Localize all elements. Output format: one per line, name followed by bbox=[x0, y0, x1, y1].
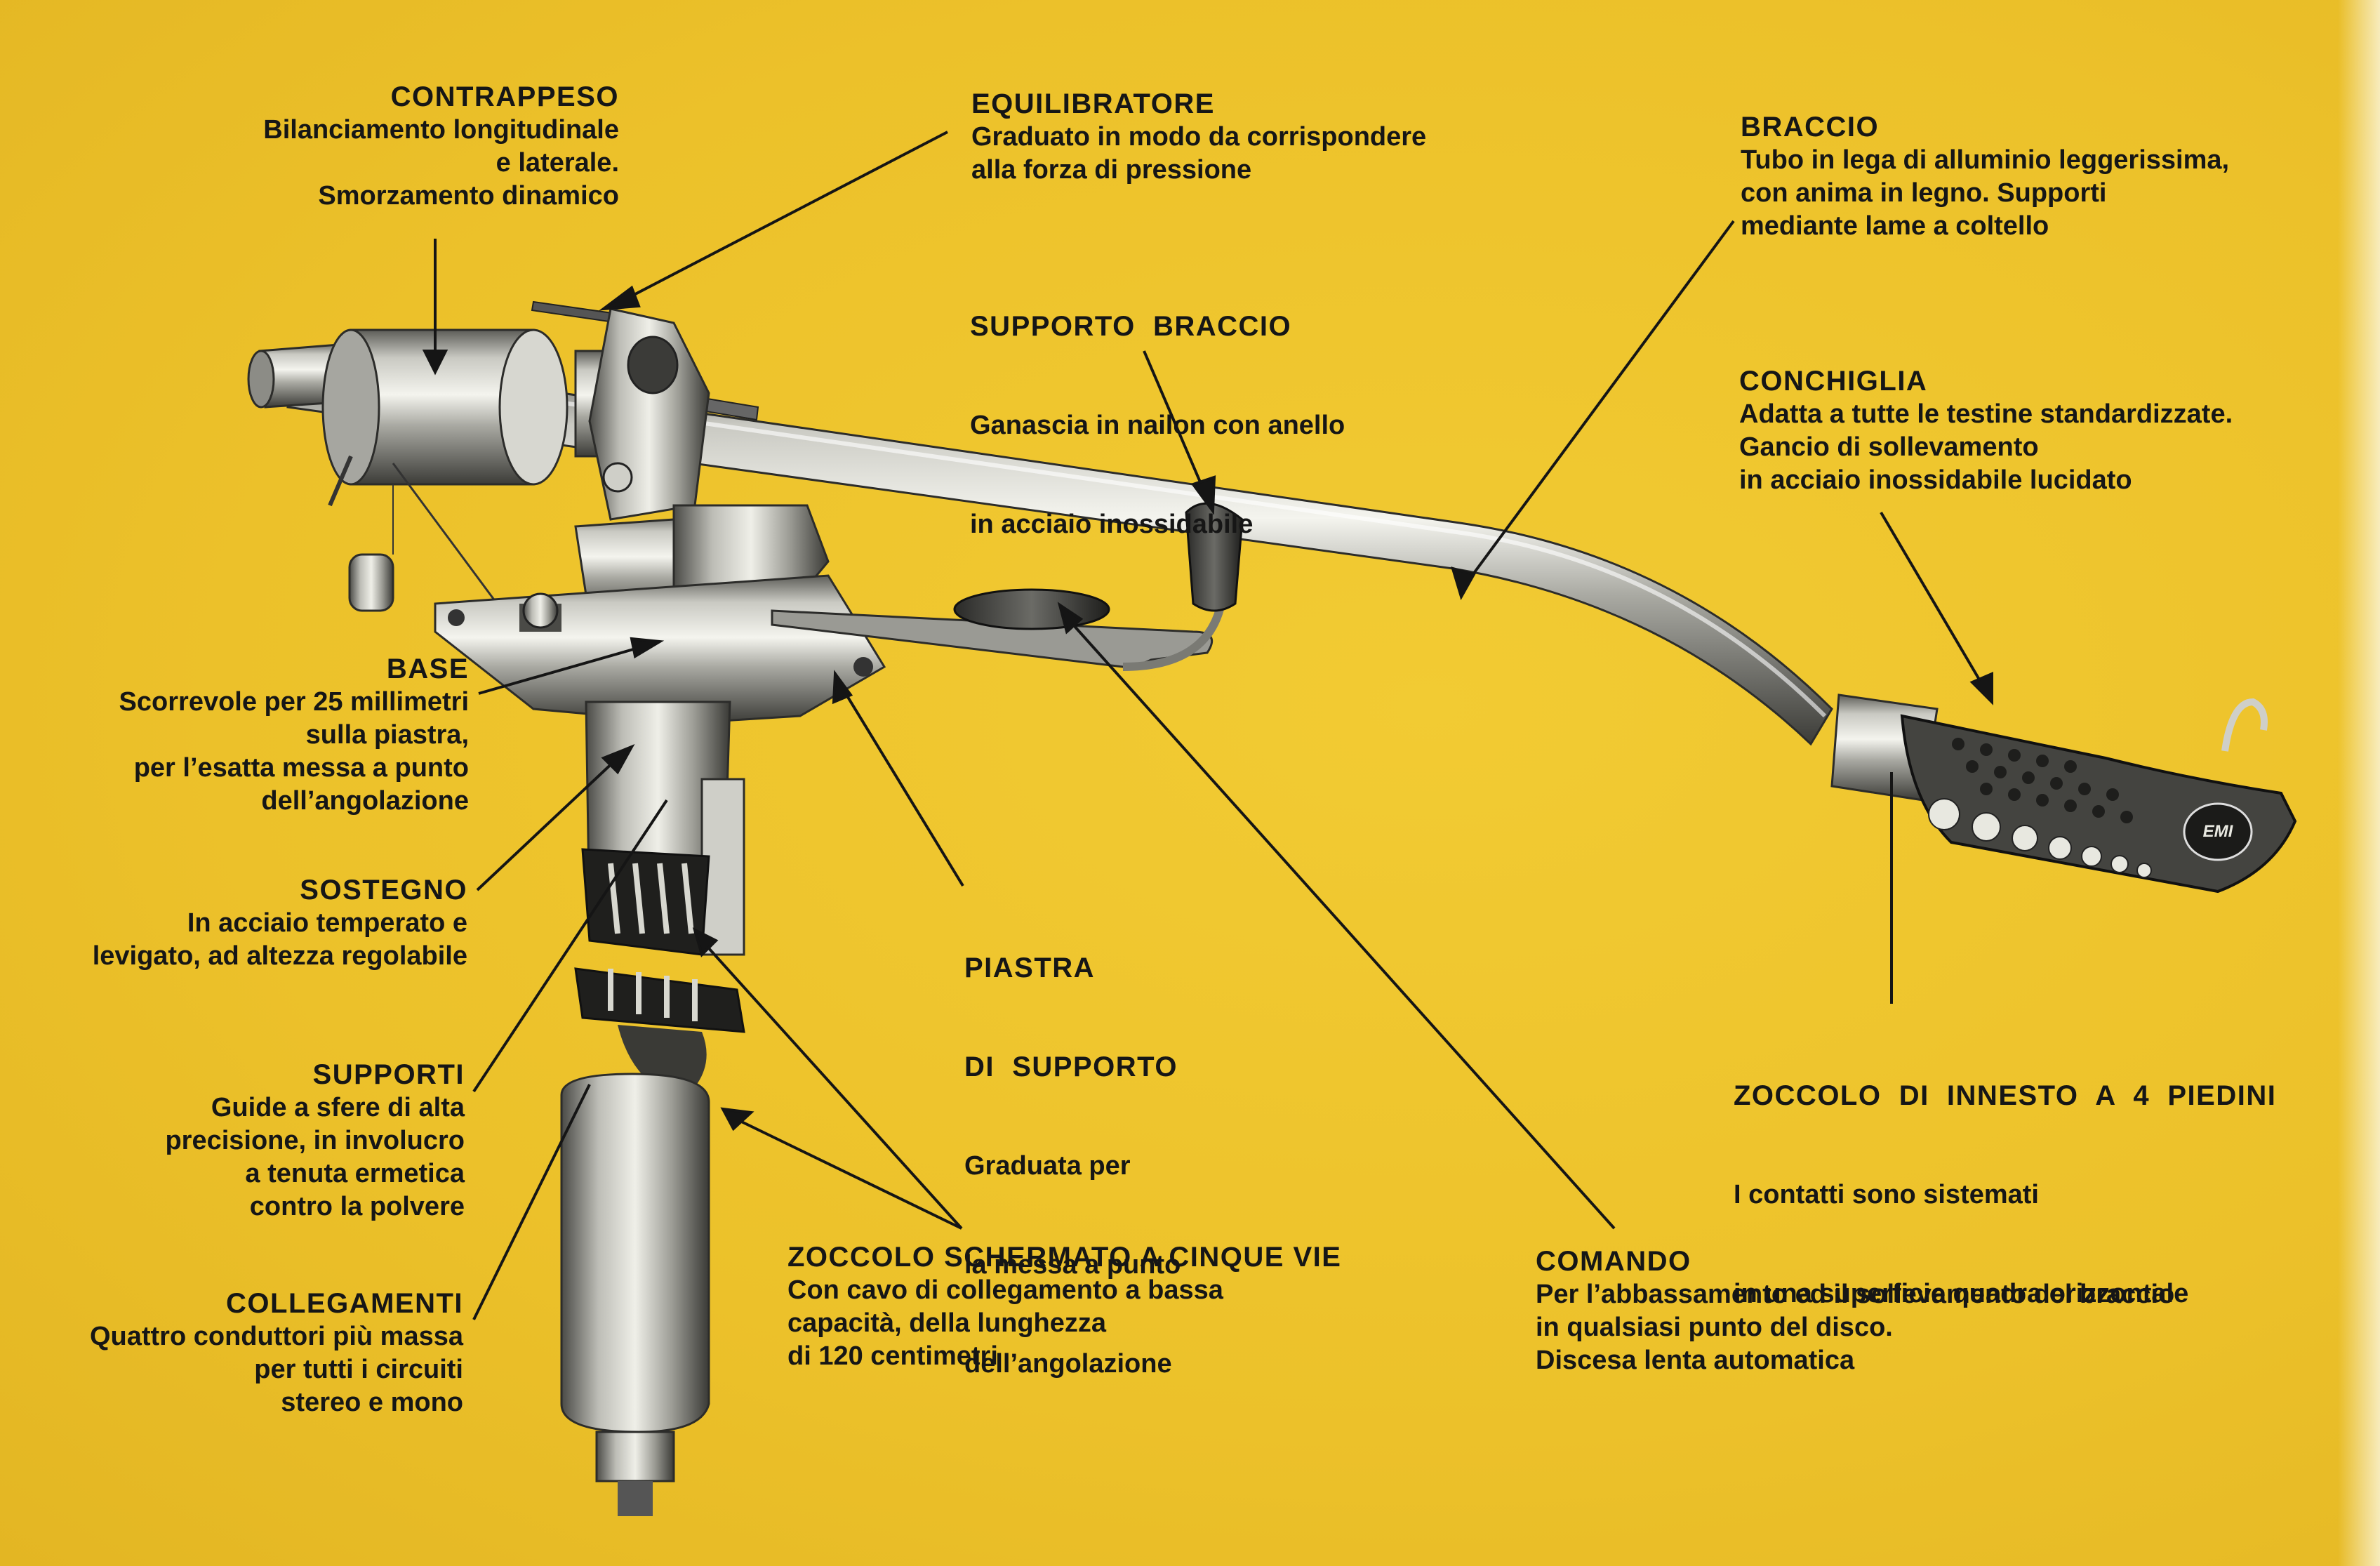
callout-comando: COMANDO Per l’abbassamento ed il solleva… bbox=[1536, 1245, 2343, 1377]
callout-piastra-line: dell’angolazione bbox=[964, 1349, 1172, 1379]
callout-zoccolo-innesto: ZOCCOLO DI INNESTO A 4 PIEDINI I contatt… bbox=[1734, 1014, 2365, 1376]
shielded-socket bbox=[560, 967, 745, 1516]
callout-equilibratore-line: Graduato in modo da corrispondere bbox=[971, 122, 1427, 152]
callout-zoccolo-schermato: ZOCCOLO SCHERMATO A CINQUE VIE Con cavo … bbox=[787, 1241, 1419, 1373]
callout-piastra: PIASTRA DI SUPPORTO Graduata per la mess… bbox=[964, 886, 1315, 1447]
callout-comando-line: Discesa lenta automatica bbox=[1536, 1346, 1855, 1375]
leader-lines bbox=[422, 131, 1993, 1320]
callout-collegamenti-line: stereo e mono bbox=[281, 1388, 463, 1417]
callout-zoccolo-schermato-line: capacità, della lunghezza bbox=[787, 1308, 1107, 1338]
callout-contrappeso-line: Bilanciamento longitudinale bbox=[263, 115, 619, 145]
callout-piastra-title: PIASTRA bbox=[964, 953, 1096, 983]
callout-supporti-line: precisione, in involucro bbox=[165, 1126, 465, 1155]
callout-contrappeso-title: CONTRAPPESO bbox=[390, 81, 619, 112]
callout-supporti-line: a tenuta ermetica bbox=[245, 1159, 465, 1188]
callout-supporto-braccio: SUPPORTO BRACCIO Ganascia in nailon con … bbox=[970, 244, 1602, 607]
support-column bbox=[581, 701, 745, 956]
callout-supporti-line: Guide a sfere di alta bbox=[211, 1093, 465, 1122]
callout-braccio-line: mediante lame a coltello bbox=[1741, 211, 2049, 241]
callout-braccio-title: BRACCIO bbox=[1741, 112, 1880, 142]
callout-sostegno: SOSTEGNO In acciaio temperato e levigato… bbox=[14, 874, 467, 973]
callout-comando-line: Per l’abbassamento ed il sollevamento de… bbox=[1536, 1280, 2175, 1309]
callout-contrappeso: CONTRAPPESO Bilanciamento longitudinale … bbox=[84, 81, 619, 213]
callout-conchiglia-line: in acciaio inossidabile lucidato bbox=[1739, 465, 2132, 495]
callout-sostegno-line: In acciaio temperato e bbox=[187, 908, 467, 938]
headshell-logo: EMI bbox=[2202, 822, 2233, 841]
callout-piastra-line: la messa a punto bbox=[964, 1250, 1181, 1280]
callout-supporto-braccio-line: Ganascia in nailon con anello bbox=[970, 411, 1345, 440]
callout-contrappeso-line: e laterale. bbox=[496, 148, 619, 178]
callout-equilibratore: EQUILIBRATORE Graduato in modo da corris… bbox=[971, 88, 1603, 187]
callout-base-line: dell’angolazione bbox=[261, 786, 469, 816]
callout-sostegno-title: SOSTEGNO bbox=[300, 875, 467, 905]
callout-base-line: sulla piastra, bbox=[305, 720, 469, 750]
callout-conchiglia-line: Adatta a tutte le testine standardizzate… bbox=[1739, 399, 2233, 429]
callout-conchiglia: CONCHIGLIA Adatta a tutte le testine sta… bbox=[1739, 365, 2357, 497]
callout-zoccolo-innesto-line: I contatti sono sistemati bbox=[1734, 1180, 2039, 1209]
callout-collegamenti: COLLEGAMENTI Quattro conduttori più mass… bbox=[14, 1287, 463, 1419]
callout-zoccolo-schermato-title: ZOCCOLO SCHERMATO A CINQUE VIE bbox=[787, 1242, 1342, 1273]
callout-conchiglia-title: CONCHIGLIA bbox=[1739, 366, 1928, 397]
callout-conchiglia-line: Gancio di sollevamento bbox=[1739, 432, 2039, 462]
callout-collegamenti-line: Quattro conduttori più massa bbox=[89, 1322, 463, 1351]
callout-supporto-braccio-line: in acciaio inossidabile bbox=[970, 510, 1254, 539]
callout-piastra-line: Graduata per bbox=[964, 1151, 1131, 1181]
callout-equilibratore-line: alla forza di pressione bbox=[971, 155, 1252, 185]
callout-supporti: SUPPORTI Guide a sfere di alta precision… bbox=[70, 1059, 465, 1223]
callout-collegamenti-title: COLLEGAMENTI bbox=[226, 1288, 463, 1319]
callout-sostegno-line: levigato, ad altezza regolabile bbox=[92, 941, 467, 971]
callout-supporti-line: contro la polvere bbox=[249, 1192, 465, 1221]
callout-supporti-title: SUPPORTI bbox=[312, 1059, 465, 1090]
callout-equilibratore-title: EQUILIBRATORE bbox=[971, 88, 1215, 119]
callout-zoccolo-innesto-line: in una superficie quadra orizzontale bbox=[1734, 1279, 2189, 1308]
arm-rest-clip bbox=[1185, 502, 1244, 612]
callout-comando-title: COMANDO bbox=[1536, 1246, 1691, 1277]
callout-comando-line: in qualsiasi punto del disco. bbox=[1536, 1313, 1893, 1342]
callout-collegamenti-line: per tutti i circuiti bbox=[254, 1355, 463, 1384]
callout-piastra-title: DI SUPPORTO bbox=[964, 1051, 1178, 1082]
callout-braccio-line: Tubo in lega di alluminio leggerissima, bbox=[1741, 145, 2230, 175]
callout-zoccolo-schermato-line: Con cavo di collegamento a bassa bbox=[787, 1275, 1223, 1305]
callout-braccio: BRACCIO Tubo in lega di alluminio legger… bbox=[1741, 111, 2358, 243]
callout-base: BASE Scorrevole per 25 millimetri sulla … bbox=[28, 653, 469, 818]
callout-base-line: per l’esatta messa a punto bbox=[133, 753, 469, 783]
callout-base-title: BASE bbox=[386, 653, 469, 684]
callout-zoccolo-schermato-line: di 120 centimetri bbox=[787, 1341, 998, 1371]
callout-supporto-braccio-title: SUPPORTO BRACCIO bbox=[970, 311, 1292, 342]
callout-braccio-line: con anima in legno. Supporti bbox=[1741, 178, 2107, 208]
callout-zoccolo-innesto-title: ZOCCOLO DI INNESTO A 4 PIEDINI bbox=[1734, 1080, 2277, 1111]
callout-base-line: Scorrevole per 25 millimetri bbox=[119, 687, 469, 717]
callout-contrappeso-line: Smorzamento dinamico bbox=[318, 181, 619, 211]
headshell-assembly bbox=[1830, 694, 2297, 894]
